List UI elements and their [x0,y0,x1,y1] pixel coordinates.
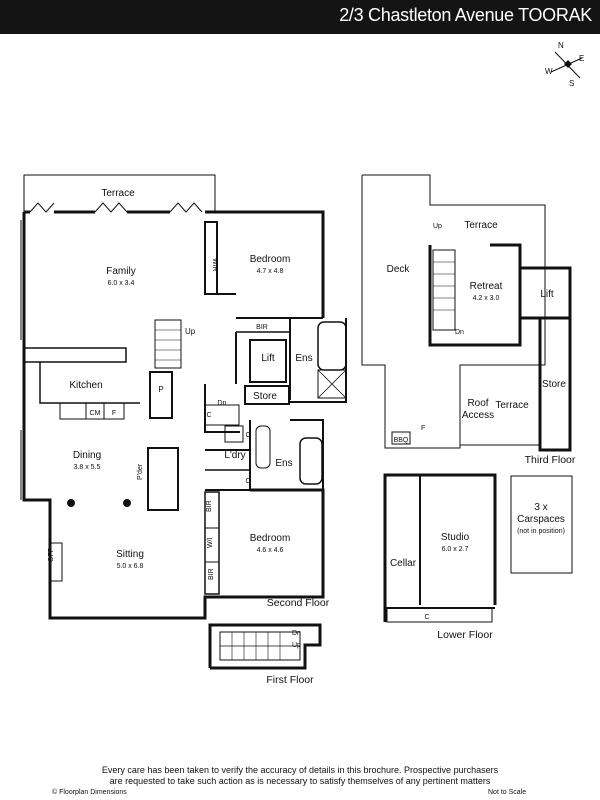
up-first-label: Up [292,642,301,649]
retreat-label: Retreat [470,281,503,292]
column-marker [67,499,75,507]
header-bar: 2/3 Chastleton Avenue TOORAK [0,0,600,34]
cm-label: CM [90,410,101,417]
bedroom-2-label: Bedroom [250,533,291,544]
cellar-label: Cellar [390,558,417,569]
family-dim: 6.0 x 3.4 [108,280,135,287]
lift-third-label: Lift [540,289,554,300]
property-address-title: 2/3 Chastleton Avenue TOORAK [339,5,592,25]
retreat-dim: 4.2 x 3.0 [473,295,500,302]
first-floor-plan [208,623,322,670]
compass-e: E [579,54,584,63]
lower-floor-plan [383,473,497,623]
compass-w: W [545,67,553,76]
studio-dim: 6.0 x 2.7 [442,546,469,553]
bbq-label: BBQ [394,437,409,444]
pantry-label: P [158,385,163,394]
deck-label: Deck [387,264,411,275]
kitchen-label: Kitchen [69,380,102,391]
c3-label: C [245,478,250,485]
first-floor-title: First Floor [266,674,314,686]
terrace-main-label: Terrace [101,188,135,199]
roof-access-line2: Access [462,410,494,421]
lift-main-label: Lift [261,353,275,364]
dn-first-label: Dn [292,630,301,637]
sitting-label: Sitting [116,549,144,560]
terrace-third-label: Terrace [464,220,498,231]
terrace-small-label: Terrace [495,400,529,411]
dn-main-label: Dn [218,400,227,407]
compass-icon: N E S W [545,41,584,88]
laundry-label: L'dry [224,450,245,461]
second-floor-plan [20,174,347,620]
scale-note: Not to Scale [488,789,527,796]
disclaimer-line2: are requested to take such action as is … [109,776,491,786]
ensuite-bottom-label: Ens [275,458,292,469]
bir-low-label: BIR [208,568,215,580]
bir-mid-label: BIR [206,500,213,512]
store-third-label: Store [542,379,566,390]
studio-label: Studio [441,532,470,543]
column-marker [123,499,131,507]
ensuite-top-label: Ens [295,353,312,364]
f-third-label: F [421,425,425,432]
up-main-label: Up [185,327,196,336]
dining-dim: 3.8 x 5.5 [74,464,101,471]
wi-label: W/I [207,537,214,548]
family-label: Family [106,266,135,277]
store-main-label: Store [253,391,277,402]
powder-label: P'der [137,463,144,480]
lower-floor-title: Lower Floor [437,629,493,641]
third-floor-plan [361,174,572,452]
carspaces-line1: 3 x [534,502,547,513]
fridge-label: F [112,410,116,417]
bedroom-1-dim: 4.7 x 4.8 [257,268,284,275]
c-lower-label: C [424,614,429,621]
ofp-label: OFP [48,547,55,562]
c1-label: C [206,412,211,419]
sitting-dim: 5.0 x 6.8 [117,563,144,570]
disclaimer: Every care has been taken to verify the … [0,765,600,787]
carspaces-line3: (not in position) [517,528,565,535]
compass-s: S [569,79,574,88]
carspaces-line2: Carspaces [517,514,565,525]
third-floor-title: Third Floor [525,454,576,466]
wir-label: WIR [211,258,218,272]
second-floor-title: Second Floor [267,597,330,609]
compass-n: N [558,41,564,50]
roof-access-line1: Roof [467,398,488,409]
dn-third-label: Dn [455,329,464,336]
dining-label: Dining [73,450,101,461]
c2-label: C [245,432,250,439]
up-third-label: Up [433,223,442,230]
bedroom-1-label: Bedroom [250,254,291,265]
bedroom-2-dim: 4.6 x 4.6 [257,547,284,554]
carspaces-box [510,475,573,574]
copyright-text: © Floorplan Dimensions [52,789,127,796]
bir-top-label: BIR [256,324,268,331]
disclaimer-line1: Every care has been taken to verify the … [101,765,499,775]
